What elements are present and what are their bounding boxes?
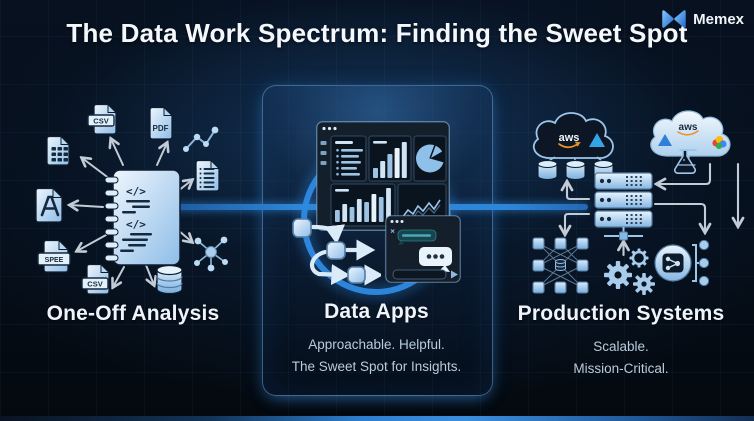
spreadsheet-file-icon <box>46 135 71 166</box>
memex-icon <box>662 10 686 28</box>
azure-icon <box>589 133 605 147</box>
spee-label: SPEE <box>45 257 64 264</box>
scatter-plot-icon <box>183 126 219 152</box>
code-glyph: </> <box>126 185 146 198</box>
multi-cloud-icon: aws <box>650 110 731 174</box>
grid-database-icon <box>555 259 566 271</box>
chat-input <box>392 269 447 280</box>
azure-icon <box>658 134 672 146</box>
aws-smile-icon <box>558 141 582 149</box>
one-off-analysis-cluster: </> </> CSV PDF <box>35 103 228 295</box>
pdf-file-icon: PDF <box>149 106 174 140</box>
brand-name: Memex <box>693 10 744 28</box>
flowchart-icon <box>292 218 381 286</box>
database-icon <box>156 264 183 295</box>
subtitle-line: Approachable. Helpful. <box>308 337 445 352</box>
agent-message-bubble <box>397 229 437 245</box>
aws-label: aws <box>559 132 580 144</box>
production-subtitle: Scalable. Mission-Critical. <box>492 336 750 380</box>
server-stack-icon <box>594 172 653 241</box>
subtitle-line: The Sweet Spot for Insights. <box>291 359 462 374</box>
production-systems-cluster: aws aws <box>532 110 754 295</box>
aws-smile-icon <box>677 130 699 136</box>
spee-file-icon: SPEE <box>37 239 71 273</box>
bottom-accent-bar <box>0 416 754 421</box>
csv-file-icon-bottom: CSV <box>81 263 111 295</box>
aws-azure-cloud-icon: aws <box>532 112 614 159</box>
label-data-apps: Data Apps <box>324 300 429 323</box>
adobe-pdf-icon <box>35 187 64 223</box>
typing-bubble <box>419 247 452 272</box>
pdf-label: PDF <box>153 124 169 133</box>
send-icon <box>451 270 458 279</box>
data-apps-subtitle: Approachable. Helpful. The Sweet Spot fo… <box>262 334 491 378</box>
bar-chart-panel <box>368 135 412 182</box>
page-title: The Data Work Spectrum: Finding the Swee… <box>66 18 688 48</box>
network-molecule-icon <box>194 236 228 272</box>
code-glyph: </> <box>126 218 146 231</box>
csv-file-icon: CSV <box>87 103 118 135</box>
list-panel <box>330 135 367 182</box>
chat-window <box>385 215 461 283</box>
flask-icon <box>673 149 697 174</box>
gcp-icon <box>712 136 727 149</box>
subtitle-line: Mission-Critical. <box>573 361 669 376</box>
close-icon <box>390 229 395 234</box>
load-balancer-icon <box>654 239 710 287</box>
csv-label: CSV <box>93 117 108 126</box>
label-one-off-analysis: One-Off Analysis <box>46 302 220 325</box>
window-sidebar <box>320 141 327 165</box>
gears-icon <box>604 248 655 295</box>
bar-chart-panel-2 <box>330 183 396 227</box>
notebook-icon: </> </> <box>104 169 181 266</box>
brand-logo: Memex <box>661 9 744 29</box>
document-icon <box>195 159 221 192</box>
csv-label: CSV <box>87 280 102 289</box>
distributed-grid-icon <box>532 237 589 294</box>
pie-chart-panel <box>413 135 447 182</box>
label-production-systems: Production Systems <box>517 302 725 325</box>
aws-label: aws <box>679 122 698 133</box>
window-dots-icon <box>390 220 404 223</box>
window-dots-icon <box>322 126 337 131</box>
subtitle-line: Scalable. <box>593 339 649 354</box>
cycle-arrows <box>565 162 738 257</box>
